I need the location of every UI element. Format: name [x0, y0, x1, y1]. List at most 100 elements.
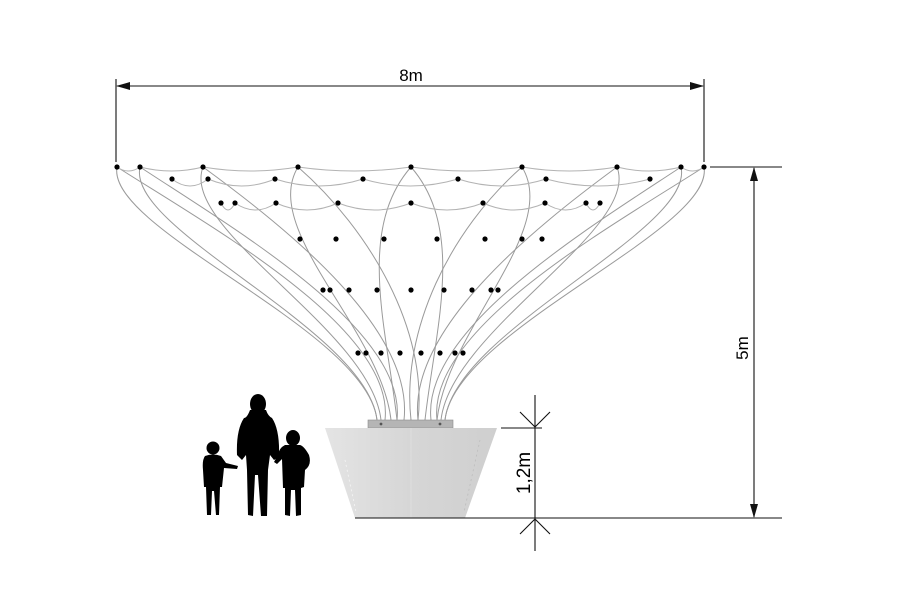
cable-node	[273, 200, 279, 206]
height-label: 5m	[733, 336, 752, 360]
cable-node	[452, 350, 458, 356]
cable	[409, 166, 523, 421]
cable-anchor-collar	[367, 419, 454, 429]
cable	[436, 166, 531, 421]
cable-node	[346, 287, 352, 293]
dimension-width	[115, 79, 705, 162]
cable	[521, 166, 618, 172]
cable-node	[355, 350, 361, 356]
cable	[139, 166, 398, 421]
cable-node	[200, 164, 206, 170]
cable	[362, 178, 459, 187]
cable-node	[437, 350, 443, 356]
cable	[297, 166, 412, 172]
cable	[171, 178, 209, 187]
cable	[440, 166, 620, 421]
cable-node	[678, 164, 684, 170]
cable-node	[597, 200, 603, 206]
cable-node	[297, 236, 303, 242]
cable	[544, 202, 587, 211]
cable-node	[114, 164, 120, 170]
cable	[410, 202, 484, 211]
dimension-height	[710, 166, 782, 518]
cable	[202, 166, 405, 421]
cable	[436, 166, 705, 421]
cable-node	[519, 164, 525, 170]
cable	[417, 166, 618, 421]
cable	[275, 202, 339, 211]
cable	[410, 166, 444, 421]
cable-node	[408, 164, 414, 170]
cable-node	[272, 176, 278, 182]
cable-node	[363, 350, 369, 356]
cable-node	[647, 176, 653, 182]
tick-arrow-top	[519, 411, 551, 428]
cable-node	[469, 287, 475, 293]
cable-node	[495, 287, 501, 293]
child-left-silhouette	[202, 441, 238, 515]
adult-silhouette	[236, 394, 280, 516]
human-figures	[202, 394, 310, 516]
cable-node	[441, 287, 447, 293]
cable-node	[327, 287, 333, 293]
tick-arrow-bottom	[519, 518, 551, 535]
cable	[430, 166, 682, 421]
cable-node	[418, 350, 424, 356]
dimension-planter	[501, 395, 551, 551]
cable	[139, 166, 204, 172]
cable-node	[169, 176, 175, 182]
cable-net	[116, 166, 705, 421]
cable-node	[205, 176, 211, 182]
cable	[378, 166, 412, 421]
cable-node	[488, 287, 494, 293]
cable-node	[482, 236, 488, 242]
cable-node	[455, 176, 461, 182]
planter	[325, 428, 497, 518]
cable-node	[542, 200, 548, 206]
cable-node	[460, 350, 466, 356]
cable	[616, 166, 682, 172]
width-label: 8m	[399, 66, 423, 85]
cable-node	[434, 236, 440, 242]
cable-node	[295, 164, 301, 170]
child-right-silhouette	[274, 430, 310, 516]
cable	[116, 166, 141, 172]
cable	[297, 166, 420, 421]
cable	[337, 202, 412, 211]
cable	[234, 202, 277, 211]
cable-node	[614, 164, 620, 170]
cable-node	[408, 287, 414, 293]
cable	[139, 166, 378, 421]
cable-node	[360, 176, 366, 182]
cable-node	[335, 200, 341, 206]
cable-node	[218, 200, 224, 206]
cable	[207, 178, 276, 187]
cable	[202, 166, 299, 172]
planter-height-label: 1,2m	[514, 452, 535, 494]
cable	[680, 166, 705, 172]
cable-node	[374, 287, 380, 293]
cable	[274, 178, 364, 187]
cable-node	[408, 200, 414, 206]
cable-node	[378, 350, 384, 356]
cable-nodes	[114, 164, 707, 356]
cable-node	[333, 236, 339, 242]
cable-node	[539, 236, 545, 242]
cable	[457, 178, 547, 187]
cable-node	[232, 200, 238, 206]
cable	[444, 166, 682, 421]
cable	[290, 166, 392, 421]
cable-node	[480, 200, 486, 206]
cable	[444, 166, 705, 421]
cable-node	[397, 350, 403, 356]
cable-node	[543, 176, 549, 182]
cable	[410, 166, 523, 172]
cable-node	[519, 236, 525, 242]
cable-node	[583, 200, 589, 206]
cable	[482, 202, 546, 211]
cable-node	[320, 287, 326, 293]
cable	[200, 166, 382, 421]
cable-node	[137, 164, 143, 170]
cable-node	[701, 164, 707, 170]
